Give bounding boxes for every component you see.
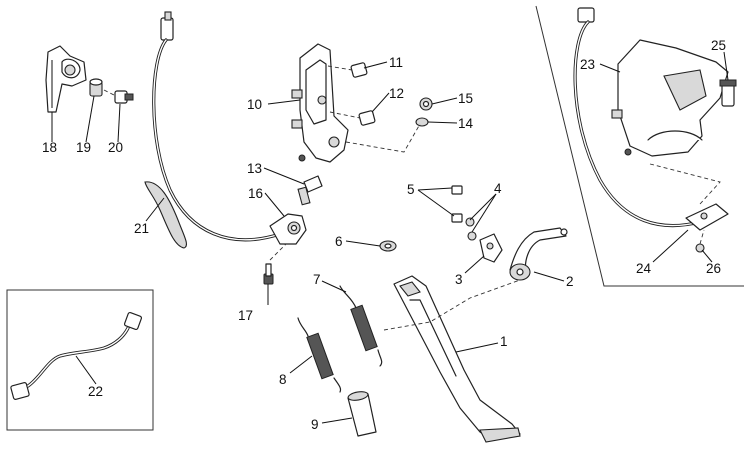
part-13-screw [297, 175, 323, 206]
part-1-sidestand [383, 275, 521, 443]
callout-7: 7 [313, 272, 321, 287]
part-22-wiring-harness [10, 311, 143, 400]
part-15-nut [419, 97, 433, 111]
part-3-bracket [479, 233, 503, 263]
part-21-sensor-cable [144, 11, 282, 249]
part-12-bolt [329, 110, 376, 126]
part-11-bolt [327, 62, 368, 78]
callout-6: 6 [335, 234, 343, 249]
callout-18: 18 [42, 140, 57, 155]
part-10-mounting-plate [291, 43, 349, 163]
inset-frame-part-22 [6, 289, 154, 431]
callout-22: 22 [88, 384, 103, 399]
callout-4: 4 [494, 181, 502, 196]
part-19-spacer [89, 78, 103, 97]
callout-24: 24 [636, 261, 652, 276]
callout-20: 20 [108, 140, 123, 155]
part-20-bolt [103, 89, 134, 104]
callout-1: 1 [500, 334, 508, 349]
callout-3: 3 [455, 272, 463, 287]
part-5-bolts [451, 185, 463, 223]
callout-19: 19 [76, 140, 91, 155]
part-18-bracket [45, 45, 87, 113]
part-25-bolt [719, 79, 737, 107]
callout-25: 25 [711, 38, 726, 53]
callout-16: 16 [248, 186, 263, 201]
part-6-washer [379, 240, 397, 252]
callout-9: 9 [311, 417, 319, 432]
part-23-cable [573, 7, 702, 228]
part-4-nuts [465, 217, 477, 241]
part-8-spring [297, 317, 342, 393]
callout-10: 10 [247, 97, 262, 112]
side-panel-divider [535, 5, 744, 287]
callout-15: 15 [458, 91, 473, 106]
callout-13: 13 [247, 161, 262, 176]
callout-26: 26 [706, 261, 721, 276]
part-24-switch [649, 163, 729, 231]
part-2-extension-lever [509, 227, 568, 281]
callout-8: 8 [279, 372, 287, 387]
callout-2: 2 [566, 274, 574, 289]
part-16-sidestand-switch [269, 213, 307, 245]
callout-21: 21 [134, 221, 149, 236]
callout-11: 11 [389, 55, 403, 70]
part-17-screw [263, 243, 287, 285]
callout-12: 12 [389, 86, 404, 101]
part-7-spring [339, 285, 383, 367]
part-23-cover [611, 39, 729, 157]
callout-14: 14 [458, 116, 474, 131]
part-26-screw [695, 229, 705, 253]
leader-lines [51, 51, 729, 424]
callout-17: 17 [238, 308, 253, 323]
part-9-rubber-sleeve [347, 391, 377, 437]
part-14-washer [345, 117, 429, 153]
callout-5: 5 [407, 182, 415, 197]
callout-23: 23 [580, 57, 595, 72]
